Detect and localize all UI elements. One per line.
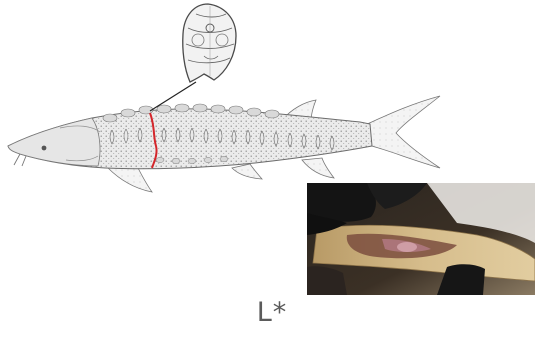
barbels (14, 154, 26, 166)
leader-line (150, 82, 196, 111)
pelvic-fin (232, 164, 262, 179)
sturgeon-cross-section (183, 4, 236, 82)
tail-fin (365, 96, 440, 168)
figure-caption: L* (0, 297, 544, 328)
anal-fin (302, 158, 334, 178)
fish-eye (42, 146, 47, 151)
gloved-hands-holding-fish-fillet (307, 183, 535, 295)
fish-head (8, 118, 100, 166)
